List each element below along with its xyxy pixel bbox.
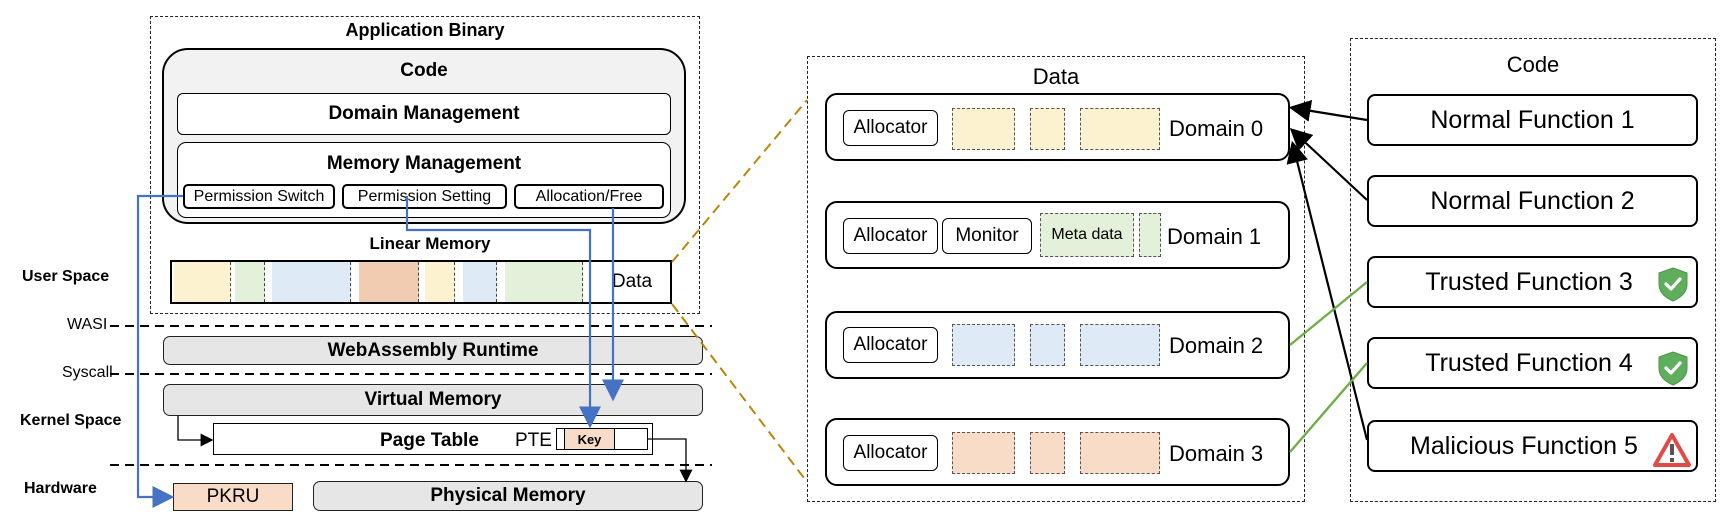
domain-2-allocator: Allocator [843,327,938,363]
linear-memory-cell [505,262,583,302]
allocation-free-box: Allocation/Free [514,184,664,209]
trusted-function-3: Trusted Function 3 [1367,256,1698,308]
virtual-memory-box: Virtual Memory [163,384,703,416]
webassembly-runtime-box: WebAssembly Runtime [163,336,703,365]
domain-2-label: Domain 2 [1169,333,1264,358]
pte-label: PTE [515,430,552,451]
code-panel-title: Code [1506,52,1560,77]
domain-1-monitor: Monitor [942,218,1032,254]
domain-2-block [952,324,1015,366]
malicious-function-5-label: Malicious Function 5 [1410,431,1638,460]
domain-0-allocator: Allocator [843,110,938,146]
trusted-function-3-label: Trusted Function 3 [1425,267,1633,296]
linear-memory-cell [359,262,419,302]
pte-entry: Key [556,428,648,450]
application-binary-title: Application Binary [345,19,505,40]
linear-memory-cell [425,262,455,302]
linear-memory-cell [174,262,231,302]
domain-3-block [1080,432,1160,474]
linear-memory-cell [463,262,497,302]
linear-memory-cell [235,262,265,302]
data-panel-title: Data [1032,64,1080,89]
linear-memory-data-label: Data [611,271,653,292]
domain-0-block [1030,108,1065,150]
domain-0-block [1080,108,1160,150]
shield-check-icon [1658,351,1688,386]
domain-3-block [1030,432,1065,474]
permission-switch-box: Permission Switch [183,184,335,209]
domain-2-block [1080,324,1160,366]
virtual-memory-to-page-table-arrow [177,416,214,447]
permission-setting-box: Permission Setting [342,184,507,209]
normal-function-1: Normal Function 1 [1367,94,1698,146]
domain-0-block [952,108,1015,150]
domain-3-label: Domain 3 [1169,441,1264,466]
physical-memory-box: Physical Memory [313,481,703,511]
normal-function-2: Normal Function 2 [1367,175,1698,227]
syscall-label: Syscall [62,364,113,381]
domain-3-allocator: Allocator [843,435,938,471]
linear-memory-cell [272,262,351,302]
key-field: Key [565,429,615,449]
domain-2-block [1030,324,1065,366]
domain-0-label: Domain 0 [1169,116,1264,141]
pkru-box: PKRU [173,483,293,511]
page-table-label: Page Table [380,430,479,451]
linear-memory-title: Linear Memory [369,234,491,253]
code-title: Code [400,60,448,81]
domain-1-allocator: Allocator [843,218,938,254]
domain-1-label: Domain 1 [1167,224,1262,249]
hardware-label: Hardware [24,480,97,497]
kernel-space-label: Kernel Space [20,412,122,429]
trusted-function-4: Trusted Function 4 [1367,337,1698,389]
domain-1-meta-data: Meta data [1040,213,1134,257]
warning-icon [1653,433,1691,467]
domain-3-block [952,432,1015,474]
pte-to-physical-memory-arrow [648,438,693,483]
wasi-label: WASI [67,316,108,333]
domain-1-block [1139,213,1161,257]
trusted-function-4-label: Trusted Function 4 [1425,348,1633,377]
domain-management-box: Domain Management [177,93,671,135]
shield-check-icon [1658,267,1688,302]
malicious-function-5: Malicious Function 5 [1367,420,1698,472]
user-space-label: User Space [22,268,110,285]
memory-management-title: Memory Management [326,153,522,174]
linear-memory-bar: Data [170,260,672,304]
